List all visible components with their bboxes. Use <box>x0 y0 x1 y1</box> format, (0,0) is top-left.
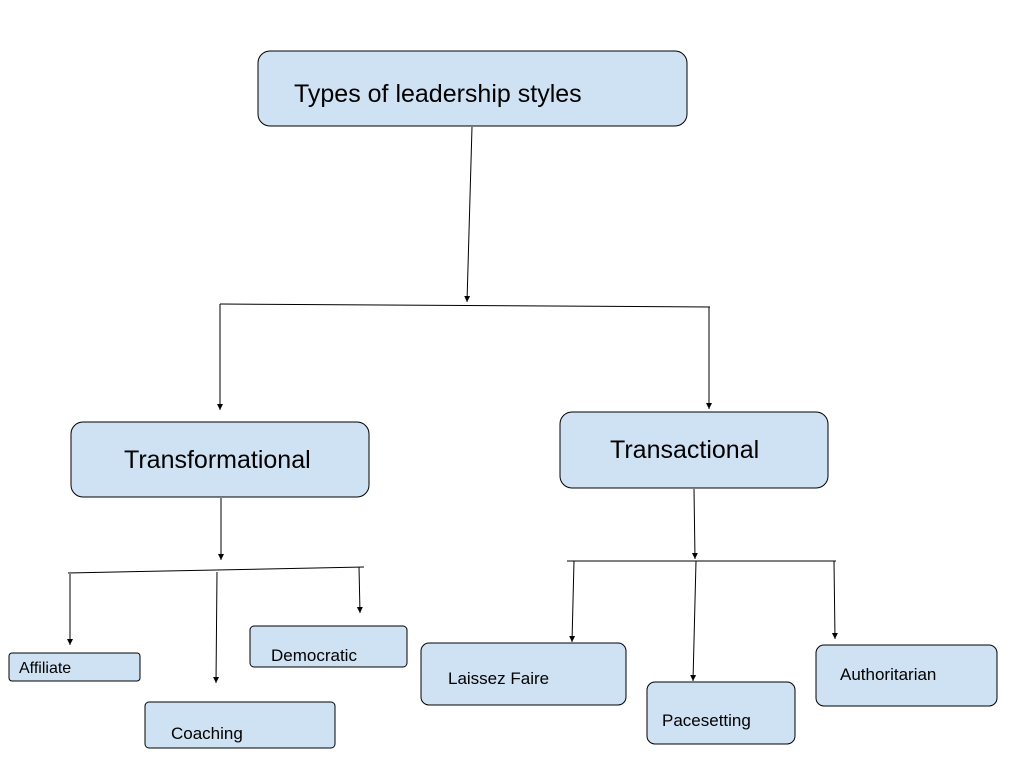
pacesetting-node-label: Pacesetting <box>662 711 751 730</box>
authoritarian-node-label: Authoritarian <box>840 665 936 684</box>
democratic-node: Democratic <box>249 625 408 668</box>
coaching-connector-arrow <box>213 571 220 684</box>
pacesetting-connector-arrow <box>690 560 697 682</box>
authoritarian-connector-arrow <box>831 560 838 640</box>
coaching-node: Coaching <box>144 701 336 749</box>
root-node: Types of leadership styles <box>257 50 688 127</box>
coaching-node-label: Coaching <box>171 724 243 743</box>
transactional-down-arrow <box>691 488 698 560</box>
transactional-node: Transactional <box>559 411 829 489</box>
laissez-faire-node: Laissez Faire <box>420 642 627 706</box>
democratic-connector-arrow <box>356 566 363 614</box>
democratic-node-label: Democratic <box>271 646 357 665</box>
authoritarian-node: Authoritarian <box>815 644 998 707</box>
affiliate-node-label: Affiliate <box>19 660 71 677</box>
connectors <box>67 126 838 684</box>
transformational-node: Transformational <box>70 421 370 498</box>
transactional-node-label: Transactional <box>610 436 759 464</box>
top-branch-bar <box>219 303 711 308</box>
root-connector-arrow <box>464 126 473 303</box>
laissez-faire-connector-arrow <box>569 560 576 643</box>
laissez-faire-node-label: Laissez Faire <box>448 669 549 688</box>
affiliate-node: Affiliate <box>8 652 141 682</box>
transformational-sub-bar <box>67 566 365 574</box>
root-node-label: Types of leadership styles <box>294 80 582 108</box>
transformational-node-label: Transformational <box>124 446 311 474</box>
pacesetting-node: Pacesetting <box>646 681 796 745</box>
